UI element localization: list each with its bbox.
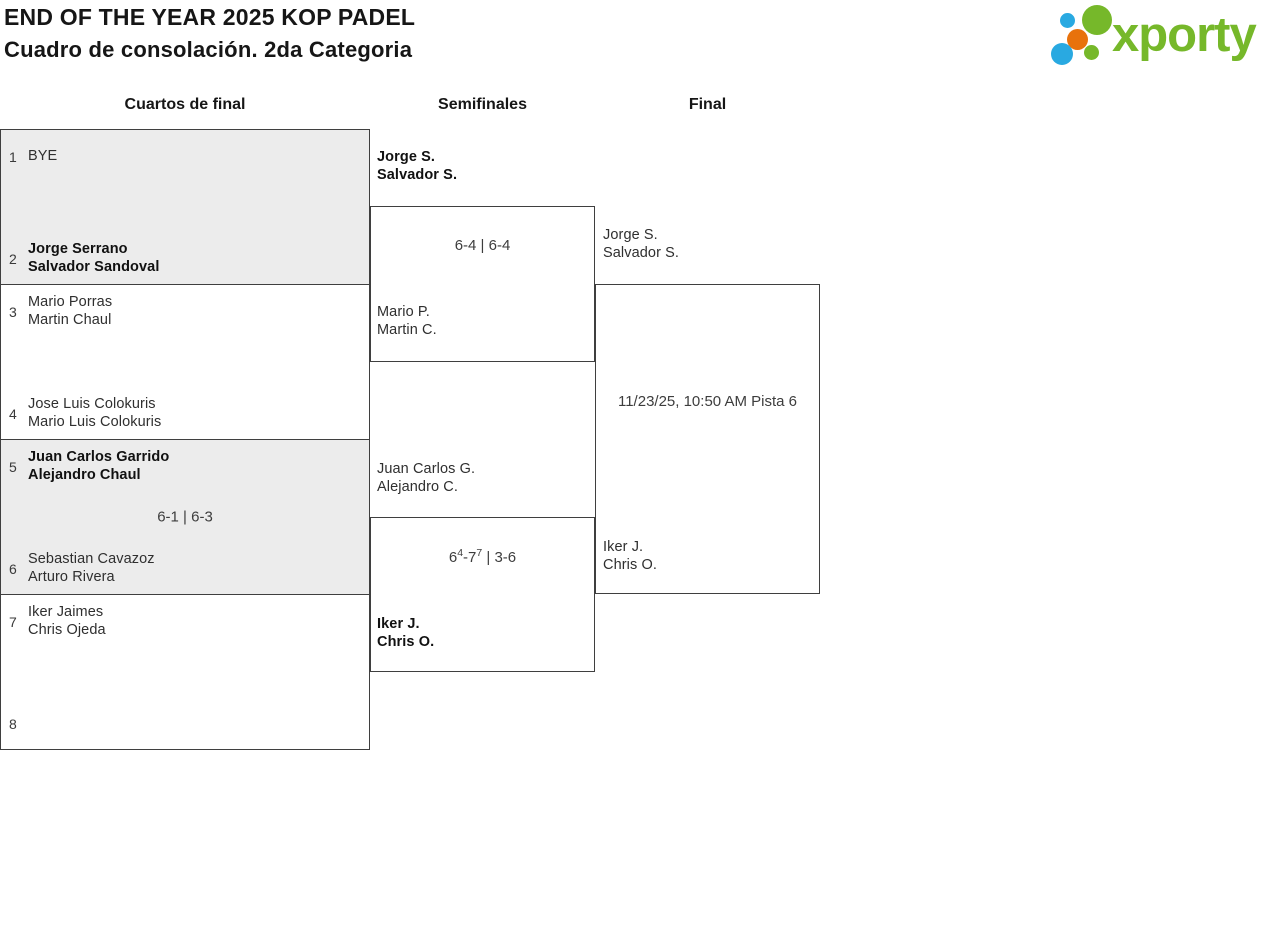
team-names: Jose Luis Colokuris Mario Luis Colokuris — [28, 396, 161, 431]
player-name: Martin Chaul — [28, 311, 112, 328]
player-name: Jorge Serrano — [28, 241, 128, 257]
player-name: Mario Porras — [28, 294, 113, 310]
team-slot-7: 7 Iker Jaimes Chris Ojeda — [1, 604, 369, 639]
final-team-bottom: Iker J. Chris O. — [603, 539, 657, 574]
player-name: Sebastian Cavazoz — [28, 551, 155, 567]
player-name: Salvador Sandoval — [28, 258, 160, 275]
player-name: Alejandro C. — [377, 478, 458, 495]
player-name: Chris O. — [603, 556, 657, 573]
page-subtitle: Cuadro de consolación. 2da Categoria — [4, 37, 413, 62]
sf2-score: 64-77 | 3-6 — [448, 547, 517, 566]
team-names: Jorge Serrano Salvador Sandoval — [28, 241, 159, 276]
team-slot-2: 2 Jorge Serrano Salvador Sandoval — [1, 241, 369, 276]
player-name: Iker Jaimes — [28, 604, 104, 620]
team-slot-4: 4 Jose Luis Colokuris Mario Luis Colokur… — [1, 396, 369, 431]
player-name: Jorge S. — [377, 149, 436, 165]
sf1-team-top: Jorge S. Salvador S. — [377, 149, 457, 184]
team-names: Juan Carlos Garrido Alejandro Chaul — [28, 449, 169, 484]
team-names: Sebastian Cavazoz Arturo Rivera — [28, 551, 155, 586]
xporty-wordmark: xporty — [1112, 8, 1257, 62]
player-name: Juan Carlos Garrido — [28, 449, 170, 465]
final-schedule: 11/23/25, 10:50 AM Pista 6 — [617, 393, 797, 410]
team-slot-3: 3 Mario Porras Martin Chaul — [1, 294, 369, 329]
seed-number: 1 — [9, 148, 17, 165]
player-name: Arturo Rivera — [28, 568, 115, 585]
player-name: Iker J. — [377, 616, 420, 632]
player-name: Salvador S. — [603, 244, 680, 261]
qf-match-4[interactable]: 7 Iker Jaimes Chris Ojeda 8 — [0, 594, 370, 750]
logo-dot-blue-small-icon — [1060, 13, 1075, 28]
player-name: Mario Luis Colokuris — [28, 413, 162, 430]
logo-dot-green-large-icon — [1082, 5, 1112, 35]
final-match[interactable] — [595, 284, 820, 594]
final-team-top: Jorge S. Salvador S. — [603, 227, 679, 262]
seed-number: 6 — [9, 560, 17, 577]
player-name: Chris Ojeda — [28, 621, 106, 638]
player-name: Chris O. — [377, 633, 435, 650]
logo-dot-blue-large-icon — [1051, 43, 1073, 65]
team-slot-1: 1 BYE — [1, 139, 369, 174]
player-name: Mario P. — [377, 304, 430, 320]
sf1-score: 6-4 | 6-4 — [454, 237, 511, 254]
seed-number: 4 — [9, 405, 17, 422]
player-name: Jose Luis Colokuris — [28, 396, 156, 412]
sf2-team-bottom: Iker J. Chris O. — [377, 616, 434, 651]
player-name: Jorge S. — [603, 227, 658, 243]
sf1-team-bottom: Mario P. Martin C. — [377, 304, 437, 339]
round-header-final: Final — [688, 96, 727, 113]
qf-match-3[interactable]: 5 Juan Carlos Garrido Alejandro Chaul 6-… — [0, 439, 370, 595]
sf-match-1[interactable] — [370, 206, 595, 362]
logo-dot-green-small-icon — [1084, 45, 1099, 60]
team-slot-6: 6 Sebastian Cavazoz Arturo Rivera — [1, 551, 369, 586]
seed-number: 2 — [9, 250, 17, 267]
player-name: Salvador S. — [377, 166, 458, 183]
team-names: BYE — [28, 148, 57, 166]
seed-number: 3 — [9, 303, 17, 320]
seed-number: 7 — [9, 613, 17, 630]
round-header-semifinals: Semifinales — [438, 96, 527, 113]
player-name: Alejandro Chaul — [28, 466, 141, 483]
sf-match-2[interactable] — [370, 517, 595, 672]
logo-dot-orange-icon — [1067, 29, 1088, 50]
player-name: Iker J. — [603, 539, 644, 555]
sf2-team-top: Juan Carlos G. Alejandro C. — [377, 461, 475, 496]
round-header-quarterfinals: Cuartos de final — [124, 96, 246, 113]
seed-number: 5 — [9, 458, 17, 475]
page-title: END OF THE YEAR 2025 KOP PADEL — [4, 4, 416, 30]
qf-match-2[interactable]: 3 Mario Porras Martin Chaul 4 Jose Luis … — [0, 284, 370, 440]
player-name: Juan Carlos G. — [377, 461, 476, 477]
match-score: 6-1 | 6-3 — [157, 508, 213, 526]
team-names: Iker Jaimes Chris Ojeda — [28, 604, 106, 639]
team-names: Mario Porras Martin Chaul — [28, 294, 112, 329]
seed-number: 8 — [9, 715, 17, 732]
team-slot-8: 8 — [1, 706, 369, 741]
player-name: Martin C. — [377, 321, 437, 338]
player-name: BYE — [28, 147, 58, 164]
qf-match-1[interactable]: 1 BYE 2 Jorge Serrano Salvador Sandoval — [0, 129, 370, 285]
team-slot-5: 5 Juan Carlos Garrido Alejandro Chaul — [1, 449, 369, 484]
